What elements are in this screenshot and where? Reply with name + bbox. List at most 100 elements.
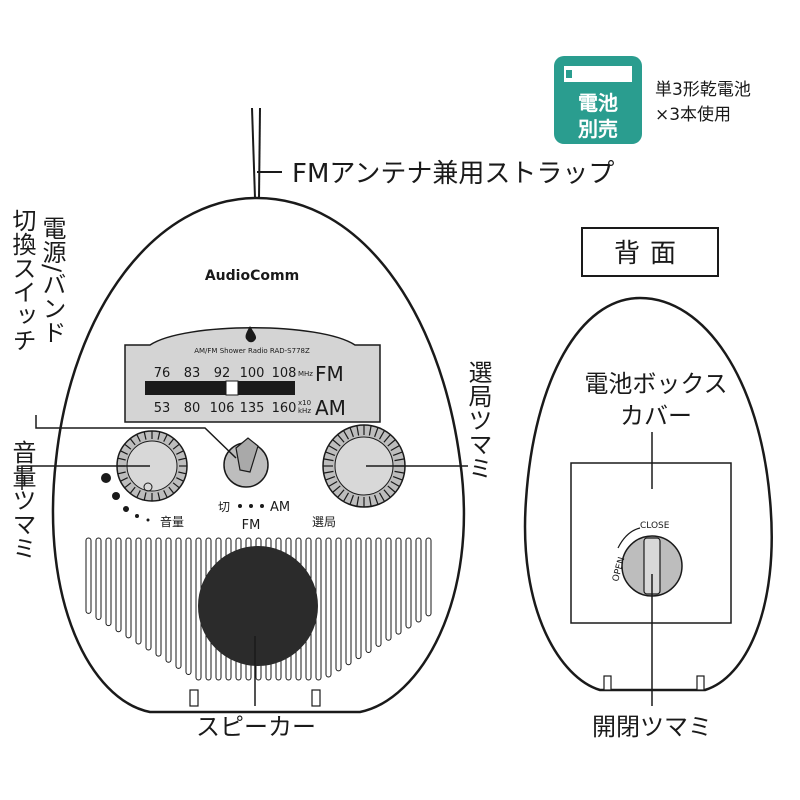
knob-tooth: [163, 434, 168, 442]
knob-tooth: [332, 439, 341, 447]
volume-knob-label: 音量ツマミ: [8, 440, 36, 560]
grille-slot: [405, 537, 412, 629]
knob-tooth: [374, 427, 379, 438]
brand-logo: AudioComm: [205, 268, 299, 284]
knob-tooth: [136, 490, 141, 498]
knob-tooth: [172, 443, 180, 450]
strap-label: FMアンテナ兼用ストラップ: [292, 159, 614, 189]
grille-slot: [355, 537, 362, 660]
am-tick-label: 80: [184, 401, 201, 416]
knob-tooth: [323, 470, 334, 474]
grille-slot: [145, 537, 152, 651]
battery-icon: [564, 66, 632, 82]
volume-knob-text: 音量: [160, 514, 184, 529]
knob-tooth: [332, 485, 341, 493]
leader-volume: [21, 465, 150, 490]
model-line: AM/FM Shower Radio RAD-S778Z: [194, 347, 310, 355]
knob-tooth: [383, 434, 391, 443]
grille-slot: [175, 537, 182, 669]
am-tick-label: 160: [272, 401, 297, 416]
knob-tooth: [124, 482, 132, 489]
knob-tooth: [323, 458, 334, 462]
knob-tooth: [129, 438, 136, 446]
svg-text:電源/バンド: 電源/バンド: [38, 216, 66, 344]
battery-cover-label-line2: カバー: [620, 402, 692, 430]
knob-tooth: [390, 480, 400, 488]
knob-tooth: [392, 451, 403, 456]
back-title: 背面: [614, 239, 686, 269]
switch-position-dots: [238, 504, 264, 508]
knob-tooth: [168, 486, 175, 494]
water-drop-icon: [245, 326, 257, 343]
knob-tooth: [392, 476, 403, 481]
knob-tooth: [378, 492, 386, 502]
knob-tooth: [394, 470, 405, 474]
tuning-knob[interactable]: [322, 424, 406, 508]
knob-tooth: [325, 451, 336, 456]
fm-tick-label: 92: [214, 366, 231, 381]
knob-tooth: [337, 434, 345, 443]
knob-tooth: [163, 490, 168, 498]
grille-slot: [425, 537, 432, 617]
antenna-strap: [251, 107, 282, 199]
grille-slot: [365, 537, 372, 653]
knob-tooth: [168, 438, 175, 446]
leader-power-switch: [35, 415, 237, 459]
power-band-switch[interactable]: [223, 437, 269, 488]
knob-tooth: [117, 457, 126, 461]
grille-slot: [105, 537, 112, 627]
grille-slot: [185, 537, 192, 675]
knob-tooth: [143, 492, 147, 501]
am-scale: 53 80 106 135 160: [154, 401, 297, 416]
fm-tick-label: 76: [154, 366, 171, 381]
knob-tooth: [394, 458, 405, 462]
knob-tooth: [368, 425, 372, 436]
badge-line1: 電池: [578, 91, 618, 115]
grille-slot: [385, 537, 392, 641]
knob-tooth: [337, 489, 345, 498]
grille-slot: [115, 537, 122, 633]
battery-sold-separately-badge: 電池 別売: [554, 56, 642, 144]
fm-unit: MHz: [298, 370, 313, 378]
grille-slot: [375, 537, 382, 647]
knob-tooth: [390, 444, 400, 452]
grille-slot: [95, 537, 102, 620]
switch-off-text: 切: [218, 500, 230, 514]
speaker-cone: [198, 546, 318, 666]
knob-tooth: [124, 443, 132, 450]
svg-text:切換スイッチ: 切換スイッチ: [8, 208, 36, 352]
am-unit-bottom: kHz: [298, 407, 311, 415]
fm-tick-label: 100: [240, 366, 265, 381]
knob-tooth: [349, 494, 354, 505]
battery-note-line2: ×3本使用: [655, 104, 731, 125]
fm-tick-label: 83: [184, 366, 201, 381]
grille-slot: [155, 537, 162, 657]
knob-tooth: [328, 444, 338, 452]
am-band-label: AM: [315, 396, 346, 420]
tuning-pointer: [225, 380, 239, 396]
foot-left: [189, 689, 199, 707]
knob-tooth: [178, 471, 187, 475]
knob-tooth: [374, 494, 379, 505]
close-text: CLOSE: [640, 521, 670, 531]
volume-knob[interactable]: [116, 430, 188, 502]
grille-slot: [125, 537, 132, 639]
power-band-switch-label: 電源/バンド 切換スイッチ: [8, 208, 66, 352]
am-unit-top: x10: [298, 399, 311, 407]
knob-tooth: [328, 480, 338, 488]
tuning-knob-text: 選局: [312, 515, 336, 529]
battery-cover-label-line1: 電池ボックス: [584, 370, 727, 398]
tuning-knob-label: 選局ツマミ: [464, 360, 492, 480]
knob-tooth: [342, 430, 350, 440]
am-tick-label: 53: [154, 401, 171, 416]
back-title-box: [581, 227, 719, 277]
knob-tooth: [387, 439, 396, 447]
open-close-knob-label: 開閉ツマミ: [592, 713, 712, 741]
fm-band-label: FM: [315, 362, 344, 386]
knob-tooth: [356, 496, 360, 507]
knob-tooth: [120, 450, 128, 455]
battery-note-line1: 単3形乾電池: [655, 80, 751, 100]
open-close-knob[interactable]: [621, 535, 683, 597]
grille-slot: [415, 537, 422, 623]
switch-fm-text: FM: [242, 518, 261, 533]
